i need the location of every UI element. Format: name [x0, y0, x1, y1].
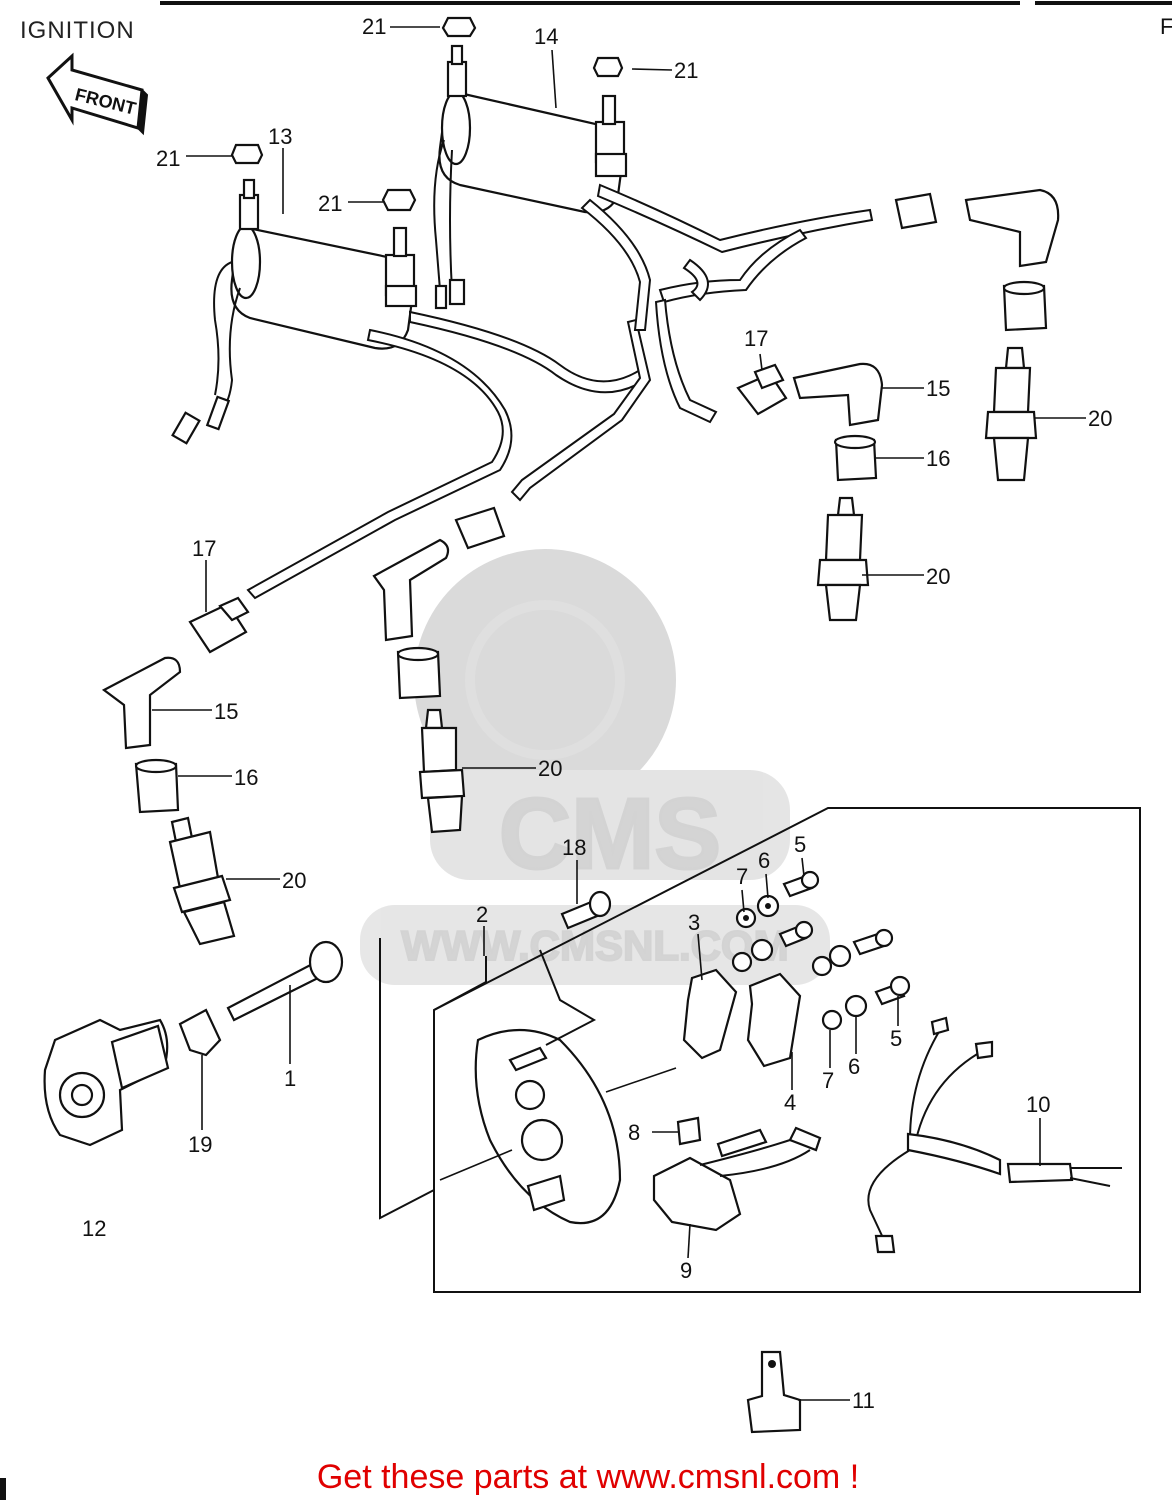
callout-6: 6: [848, 1054, 860, 1079]
plug-cap-15-right: [792, 362, 884, 427]
footer-cta-link[interactable]: Get these parts at www.cmsnl.com !: [317, 1458, 859, 1496]
callout-15: 15: [214, 699, 238, 724]
cable-cap-middle: [372, 506, 506, 642]
callout-21: 21: [156, 146, 180, 171]
callout-15: 15: [926, 376, 950, 401]
cable-end-17-right: [736, 363, 788, 416]
felt-8: [676, 1116, 702, 1146]
clamp-11: [746, 1350, 802, 1434]
callout-5: 5: [794, 832, 806, 857]
ignition-coil-14: [433, 44, 628, 310]
callout-10: 10: [1026, 1092, 1050, 1117]
nut-21-top: [441, 16, 477, 38]
cms-watermark: CMS WWW.CMSNL.COM: [360, 549, 830, 985]
breaker-points-4: [746, 972, 802, 1068]
callout-21: 21: [674, 58, 698, 83]
callout-9: 9: [680, 1258, 692, 1283]
plug-cap-15-left: [101, 656, 182, 750]
callout-12: 12: [82, 1216, 106, 1241]
leader-lines: [152, 26, 1086, 1401]
callout-20: 20: [282, 868, 306, 893]
plug-boot-16-left: [134, 758, 180, 814]
callout-1: 1: [284, 1066, 296, 1091]
screws-5: [778, 870, 911, 1006]
callout-21: 21: [318, 191, 342, 216]
watermark-brand: CMS: [499, 778, 721, 890]
callout-numbers: 21 21 21 21 13 14 17 15 16 20 20 17 15 1…: [82, 14, 1112, 1413]
nut-21-mid: [381, 188, 417, 212]
callout-16: 16: [234, 765, 258, 790]
spark-plug-20-lower-left: [168, 816, 236, 946]
page-title: IGNITION: [20, 17, 135, 44]
callout-19: 19: [188, 1132, 212, 1157]
lead-wire-10: [867, 1016, 1122, 1254]
left-edge-mark: [0, 1478, 6, 1500]
spark-plug-20-middle-right: [816, 496, 870, 622]
cable-cap-17-left: [188, 596, 250, 654]
callout-18: 18: [562, 835, 586, 860]
callout-6: 6: [758, 848, 770, 873]
corner-mark: F: [1160, 14, 1172, 39]
callout-21: 21: [362, 14, 386, 39]
callout-16: 16: [926, 446, 950, 471]
washers-6-7: [731, 894, 868, 1031]
callout-5: 5: [890, 1026, 902, 1051]
watermark-url: WWW.CMSNL.COM: [401, 922, 788, 969]
bolt-1: [226, 940, 344, 1022]
spark-plug-20-top-right: [984, 346, 1038, 482]
spark-plug-20-middle-left: [418, 708, 466, 834]
nut-21-left: [230, 143, 264, 165]
cable-end-far-right: [894, 188, 1060, 332]
cam-19: [178, 1008, 222, 1057]
callout-17: 17: [744, 326, 768, 351]
callout-3: 3: [688, 910, 700, 935]
screw-18: [560, 890, 612, 930]
callout-20: 20: [538, 756, 562, 781]
nut-21-right: [592, 56, 624, 78]
callout-14: 14: [534, 24, 558, 49]
callout-4: 4: [784, 1090, 796, 1115]
callout-8: 8: [628, 1120, 640, 1145]
callout-20: 20: [1088, 406, 1112, 431]
high-tension-cables: [246, 183, 874, 600]
callout-7: 7: [736, 864, 748, 889]
plug-boot-16-middle: [396, 646, 442, 700]
timing-advancer-12: [43, 1018, 170, 1147]
contact-breaker-frame: [379, 807, 1141, 1293]
callout-20: 20: [926, 564, 950, 589]
ignition-coil-13: [171, 178, 418, 445]
condenser-9: [652, 1126, 822, 1232]
base-plate-2: [474, 949, 622, 1225]
callout-13: 13: [268, 124, 292, 149]
plug-boot-16-right: [833, 434, 878, 482]
callout-7: 7: [822, 1068, 834, 1093]
callout-2: 2: [476, 902, 488, 927]
callout-17: 17: [192, 536, 216, 561]
front-arrow-icon: FRONT: [46, 52, 149, 136]
callout-11: 11: [852, 1388, 875, 1413]
breaker-points-3: [682, 968, 738, 1060]
